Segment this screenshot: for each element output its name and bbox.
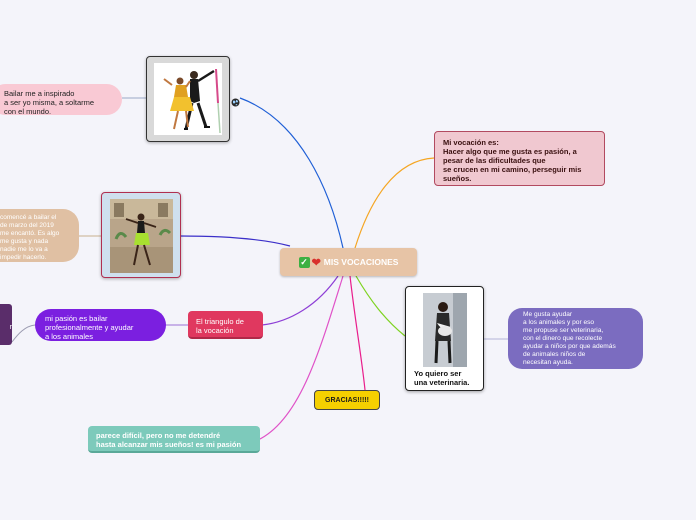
check-mark-icon: ✓ bbox=[298, 256, 310, 268]
dance-couple-image bbox=[154, 63, 222, 135]
node-dance-image[interactable] bbox=[146, 56, 230, 142]
link-central-veterinaria bbox=[355, 275, 406, 337]
node-comence[interactable]: comencé a bailar el de marzo del 2019 me… bbox=[0, 209, 79, 262]
veterinaria-caption: Yo quiero ser una veterinaria. bbox=[414, 369, 470, 387]
node-ayudar[interactable]: Me gusta ayudar a los animales y por eso… bbox=[508, 308, 643, 369]
link-central-dificil bbox=[257, 275, 344, 441]
link-central-dance bbox=[239, 97, 344, 249]
node-dificil[interactable]: parece difícil, pero no me detendré hast… bbox=[88, 426, 260, 453]
girl-with-puppy-image bbox=[423, 293, 467, 367]
globe-icon bbox=[231, 94, 240, 107]
link-central-gracias bbox=[349, 275, 366, 391]
heart-icon: ❤ bbox=[311, 256, 321, 269]
node-bailar[interactable]: Bailar me a inspirado a ser yo misma, a … bbox=[0, 84, 122, 116]
girl-dancing-image bbox=[110, 199, 173, 273]
node-veterinaria[interactable]: Yo quiero ser una veterinaria. bbox=[405, 286, 484, 391]
link-central-girl bbox=[179, 235, 291, 247]
node-gracias[interactable]: GRACIAS!!!!! bbox=[314, 390, 380, 410]
node-purple-stub[interactable]: r bbox=[0, 304, 12, 345]
central-title: MIS VOCACIONES bbox=[323, 257, 399, 267]
node-vocacion[interactable]: Mi vocación es: Hacer algo que me gusta … bbox=[434, 131, 605, 186]
link-central-triangulo bbox=[261, 275, 339, 326]
link-pasion-stub bbox=[11, 324, 36, 343]
node-pasion[interactable]: mi pasión es bailar profesionalmente y a… bbox=[35, 309, 166, 341]
link-central-vocacion bbox=[354, 157, 435, 249]
node-girl-dance-image[interactable] bbox=[101, 192, 181, 278]
central-topic[interactable]: ✓ ❤ MIS VOCACIONES bbox=[280, 248, 417, 276]
node-triangulo[interactable]: El triangulo de la vocación bbox=[188, 311, 263, 339]
